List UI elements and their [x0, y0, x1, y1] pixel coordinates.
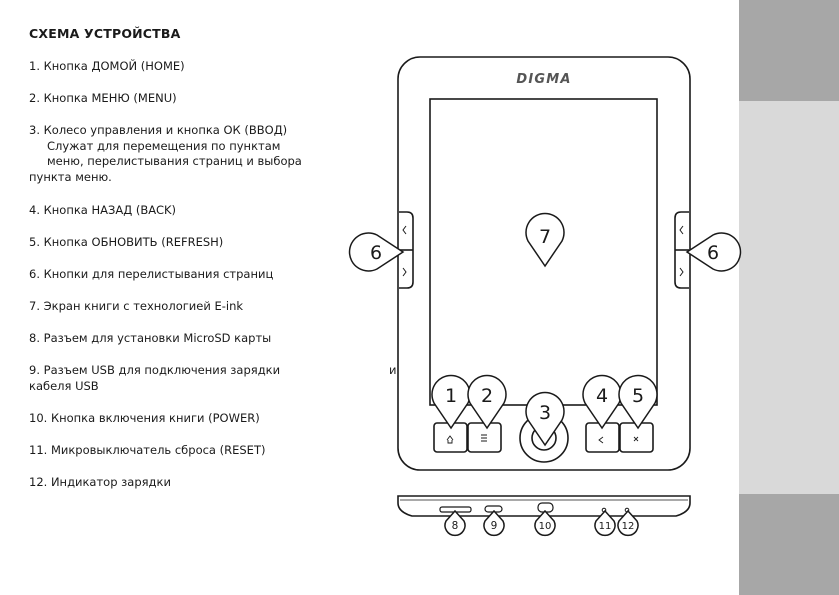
callout-4-label: 4 — [596, 385, 608, 407]
list-item: 11. Микровыключатель сброса (RESET) — [29, 443, 265, 459]
callout-10-marker — [534, 509, 556, 537]
list-item-line: пункта меню. — [29, 169, 112, 184]
list-item: 12. Индикатор зарядки — [29, 475, 171, 491]
list-item-line: 6. Кнопки для перелистывания страниц — [29, 267, 274, 281]
callout-6-left-label: 6 — [370, 242, 382, 264]
side-tab-middle — [739, 101, 839, 494]
callout-7-marker — [525, 212, 565, 268]
callout-12-label: 12 — [622, 521, 635, 532]
callout-6-right-label: 6 — [707, 242, 719, 264]
callout-9-label: 9 — [491, 520, 498, 532]
menu-button — [467, 422, 502, 453]
list-item: 10. Кнопка включения книги (POWER) — [29, 411, 260, 427]
callout-6-right-marker — [685, 232, 742, 272]
list-item-line: 1. Кнопка ДОМОЙ (HOME) — [29, 59, 185, 73]
list-item-line: 5. Кнопка ОБНОВИТЬ (REFRESH) — [29, 235, 224, 249]
list-item-line: 9. Разъем USB для подключения зарядки — [29, 363, 281, 377]
list-item-line: меню, перелистывания страниц и выбора — [47, 154, 302, 168]
callout-3-label: 3 — [539, 402, 551, 424]
list-item-line: 8. Разъем для установки MicroSD карты — [29, 331, 272, 345]
callout-11-label: 11 — [599, 521, 612, 532]
list-item-line: 12. Индикатор зарядки — [29, 475, 171, 489]
side-tab-top — [739, 0, 839, 101]
list-item-line: кабеля USB — [29, 378, 99, 393]
list-item-line: 3. Колесо управления и кнопка ОК (ВВОД) — [29, 123, 288, 137]
list-item: 8. Разъем для установки MicroSD карты — [29, 331, 271, 347]
callout-2-marker — [467, 374, 507, 430]
callout-8-label: 8 — [452, 520, 459, 532]
stray-text: и — [389, 363, 397, 377]
list-item: 4. Кнопка НАЗАД (BACK) — [29, 203, 176, 219]
list-item: 1. Кнопка ДОМОЙ (HOME) — [29, 59, 185, 75]
callout-8-marker — [444, 509, 466, 537]
callout-1-label: 1 — [445, 385, 457, 407]
list-item: 3. Колесо управления и кнопка ОК (ВВОД)С… — [29, 123, 302, 185]
list-item-line: 7. Экран книги с технологией E-ink — [29, 299, 244, 313]
callout-6-left-marker — [348, 232, 405, 272]
side-tab-bottom — [739, 494, 839, 595]
list-item-line: 10. Кнопка включения книги (POWER) — [29, 411, 260, 425]
brand-logo: DIGMA — [516, 72, 571, 87]
callout-11-marker — [594, 509, 616, 537]
page-heading: СХЕМА УСТРОЙСТВА — [29, 26, 181, 41]
callout-5-marker — [618, 374, 658, 430]
callout-9-marker — [483, 509, 505, 537]
list-item-line: 2. Кнопка МЕНЮ (MENU) — [29, 91, 177, 105]
callout-2-label: 2 — [481, 385, 493, 407]
callout-3-marker — [525, 391, 565, 447]
list-item-line: 4. Кнопка НАЗАД (BACK) — [29, 203, 177, 217]
callout-7-label: 7 — [539, 226, 551, 248]
list-item-line: 11. Микровыключатель сброса (RESET) — [29, 443, 266, 457]
list-item: 7. Экран книги с технологией E-ink — [29, 299, 243, 315]
list-item: 2. Кнопка МЕНЮ (MENU) — [29, 91, 177, 107]
callout-12-marker — [617, 509, 639, 537]
list-item: 6. Кнопки для перелистывания страниц — [29, 267, 273, 283]
refresh-button — [619, 422, 654, 453]
callout-10-label: 10 — [539, 521, 552, 532]
list-item: 5. Кнопка ОБНОВИТЬ (REFRESH) — [29, 235, 223, 251]
list-item-line: Служат для перемещения по пунктам — [47, 138, 281, 153]
callout-5-label: 5 — [632, 385, 644, 407]
